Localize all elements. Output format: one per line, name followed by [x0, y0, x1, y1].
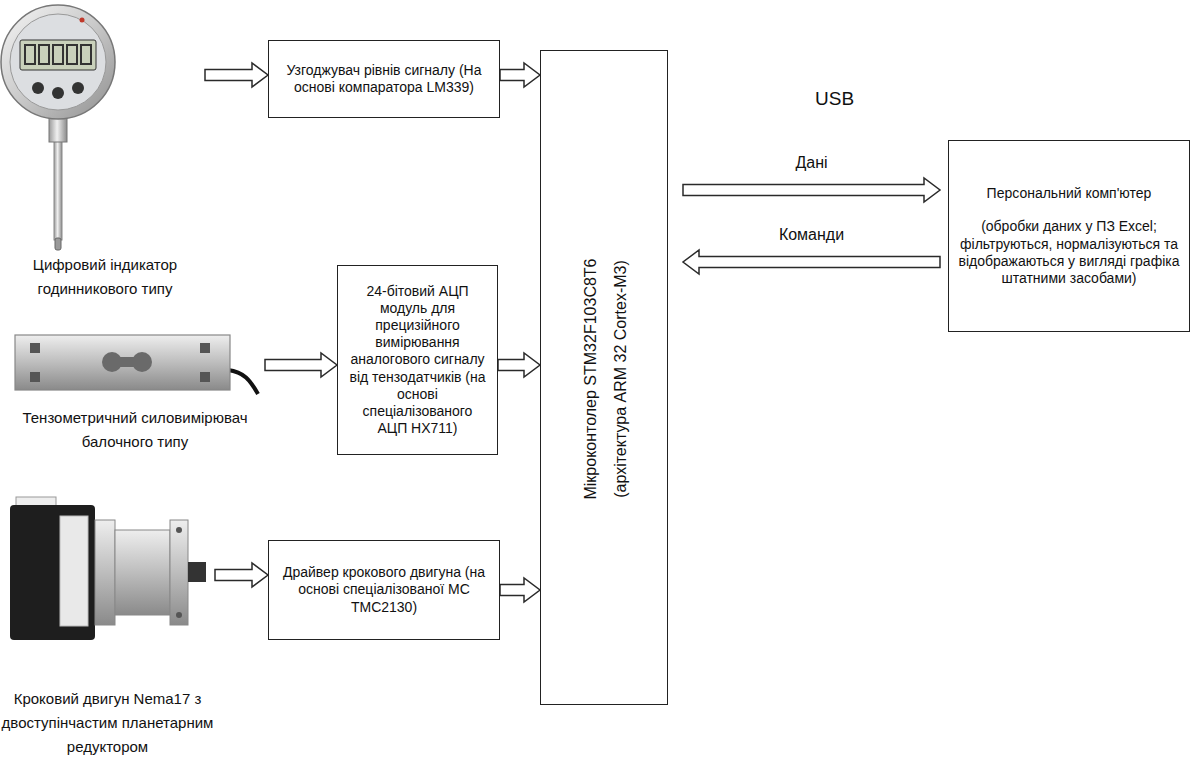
lcd-digit — [81, 45, 91, 64]
load-cell-cutout — [112, 357, 142, 367]
gearbox-hole — [176, 527, 182, 533]
block-arrow — [683, 178, 940, 202]
indicator-button — [52, 87, 64, 99]
edge-label: Дані — [792, 154, 830, 172]
load-cell-hole — [200, 343, 210, 353]
block-arrow — [500, 63, 540, 87]
load-cell-hole — [200, 372, 210, 382]
load-cell-cable — [228, 370, 258, 394]
box-title: Мікроконтолер STM32F103C8T6 — [575, 258, 605, 499]
process-box: Узгоджувач рівнів сигналу (На основі ком… — [268, 40, 500, 118]
device-picture: Цифровий індикатор годинникового типу — [5, 0, 205, 305]
indicator-button — [32, 82, 44, 94]
indicator-button — [72, 82, 84, 94]
rotated-text-block: Мікроконтолер STM32F103C8T6(архітектура … — [541, 51, 669, 706]
computer-box: Персональний комп'ютер (обробки даних у П… — [948, 140, 1190, 332]
interface-label: USB — [812, 88, 857, 110]
gearbox-hole — [176, 612, 182, 618]
box-title: 24-бітовий АЦП модуль для прецизійного в… — [346, 283, 489, 437]
indicator-dot — [80, 18, 85, 23]
device-caption: Кроковий двигун Nema17 з двоступінчастим… — [0, 687, 215, 759]
indicator-rod — [54, 140, 62, 240]
box-title: Узгоджувач рівнів сигналу (На основі ком… — [277, 62, 491, 96]
indicator-bezel — [1, 5, 115, 119]
microcontroller-box: Мікроконтолер STM32F103C8T6(архітектура … — [540, 50, 668, 705]
indicator-lcd — [20, 40, 96, 70]
box-note: (обробки даних у ПЗ Excel; фільтруються,… — [957, 218, 1181, 286]
box-note: (архітектура ARM 32 Cortex-M3) — [605, 260, 635, 498]
device-picture: Тензометричний силовимірювач балочного т… — [5, 318, 265, 458]
lcd-digit — [25, 45, 35, 64]
block-arrow — [265, 353, 337, 377]
dial-indicator-picture — [1, 5, 115, 250]
motor-body — [10, 505, 95, 640]
process-box: Драйвер крокового двигуна (на основі спе… — [268, 540, 500, 640]
load-cell-body — [15, 335, 230, 390]
block-arrow — [215, 563, 268, 587]
load-cell-hole — [30, 372, 40, 382]
gearbox-flange — [95, 520, 115, 625]
block-arrow — [683, 250, 940, 274]
block-arrow — [498, 353, 540, 377]
indicator-tip — [55, 238, 61, 250]
indicator-face — [10, 14, 106, 110]
lcd-digit — [67, 45, 77, 64]
process-box: 24-бітовий АЦП модуль для прецизійного в… — [337, 265, 498, 455]
box-title: Драйвер крокового двигуна (на основі спе… — [277, 564, 491, 615]
block-arrow — [205, 63, 268, 87]
gearbox-front — [170, 520, 188, 625]
load-cell-hole — [30, 343, 40, 353]
device-caption: Цифровий індикатор годинникового типу — [5, 253, 205, 301]
block-arrow — [500, 578, 540, 602]
load-cell-picture — [15, 335, 258, 394]
gearbox-cylinder — [115, 530, 170, 615]
edge-label: Команди — [776, 226, 847, 244]
device-picture: Кроковий двигун Nema17 з двоступінчастим… — [0, 495, 215, 763]
motor-sticker — [60, 516, 88, 626]
lcd-digit — [53, 45, 63, 64]
motor-shaft — [188, 562, 206, 582]
box-title: Персональний комп'ютер — [987, 185, 1152, 202]
stepper-motor-picture — [10, 497, 206, 640]
device-caption: Тензометричний силовимірювач балочного т… — [5, 406, 265, 454]
lcd-digit — [39, 45, 49, 64]
